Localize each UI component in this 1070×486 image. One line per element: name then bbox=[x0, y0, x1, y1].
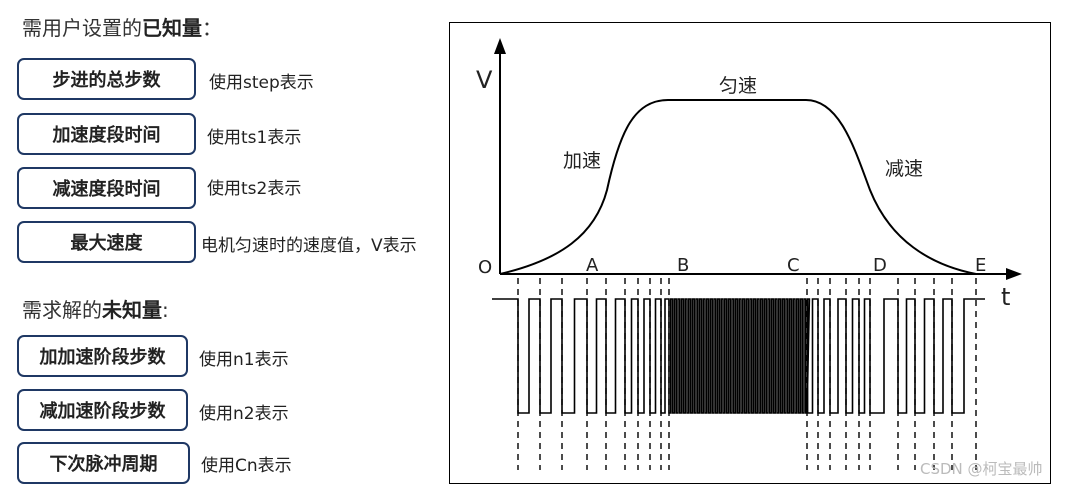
unknown-box-n2: 减加速阶段步数 bbox=[17, 389, 188, 431]
known-box-max-speed: 最大速度 bbox=[17, 221, 196, 263]
pulse-train bbox=[492, 298, 985, 414]
t-axis-arrow-icon bbox=[1006, 268, 1022, 280]
unknown-heading: 需求解的未知量: bbox=[22, 294, 169, 323]
known-box-total-steps: 步进的总步数 bbox=[17, 58, 196, 100]
known-heading: 需用户设置的已知量： bbox=[22, 12, 222, 41]
diagram-frame bbox=[449, 22, 1051, 484]
speed-curve bbox=[499, 99, 977, 275]
point-d: D bbox=[873, 255, 887, 276]
point-c: C bbox=[787, 255, 800, 276]
known-heading-prefix: 需用户设置的 bbox=[22, 16, 142, 40]
known-heading-suffix: ： bbox=[202, 16, 222, 40]
point-b: B bbox=[677, 255, 689, 276]
unknown-desc-n2: 使用n2表示 bbox=[199, 404, 289, 424]
dashed-guides bbox=[517, 278, 977, 470]
unknown-box-cn: 下次脉冲周期 bbox=[17, 442, 190, 484]
known-desc-accel-time: 使用ts1表示 bbox=[207, 128, 302, 148]
known-heading-bold: 已知量 bbox=[142, 16, 202, 40]
known-desc-decel-time: 使用ts2表示 bbox=[207, 179, 302, 199]
known-desc-max-speed: 电机匀速时的速度值，V表示 bbox=[201, 236, 417, 256]
unknown-heading-suffix: : bbox=[162, 298, 169, 322]
unknown-box-n1: 加加速阶段步数 bbox=[17, 335, 188, 377]
accel-label: 加速 bbox=[563, 150, 601, 172]
known-desc-total-steps: 使用step表示 bbox=[209, 73, 314, 93]
decel-label: 减速 bbox=[885, 158, 923, 180]
watermark: CSDN @柯宝最帅 bbox=[920, 460, 1043, 478]
point-e: E bbox=[975, 255, 986, 276]
point-o: O bbox=[478, 257, 492, 278]
constant-label: 匀速 bbox=[719, 75, 757, 97]
unknown-heading-prefix: 需求解的 bbox=[22, 298, 102, 322]
known-box-accel-time: 加速度段时间 bbox=[17, 113, 196, 155]
unknown-desc-cn: 使用Cn表示 bbox=[201, 456, 292, 476]
v-axis-label: V bbox=[476, 66, 493, 94]
t-axis-label: t bbox=[1001, 283, 1010, 311]
known-box-decel-time: 减速度段时间 bbox=[17, 167, 196, 209]
unknown-desc-n1: 使用n1表示 bbox=[199, 350, 289, 370]
point-a: A bbox=[586, 255, 599, 276]
v-axis-arrow-icon bbox=[494, 38, 506, 54]
unknown-heading-bold: 未知量 bbox=[102, 298, 162, 322]
